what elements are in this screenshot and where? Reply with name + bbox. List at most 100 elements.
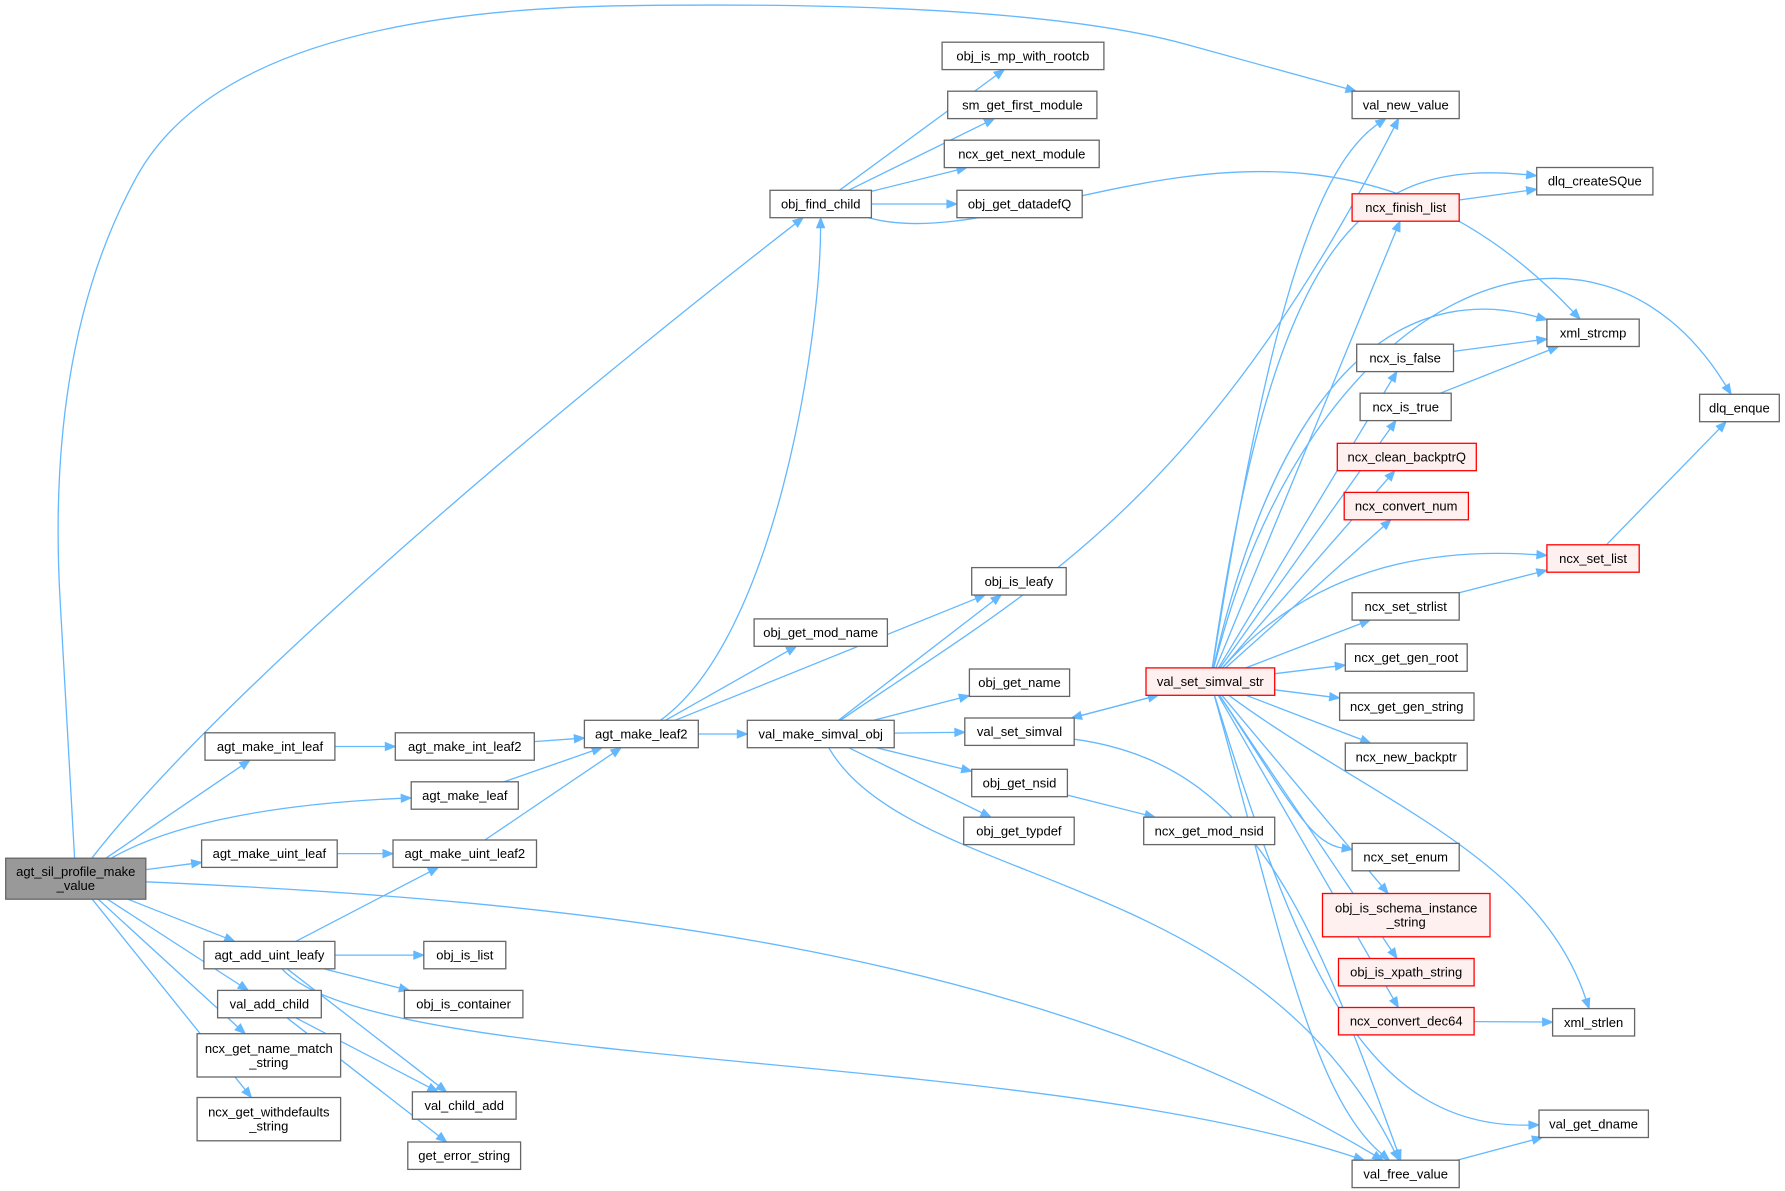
node-box[interactable] [769,189,873,219]
node-box[interactable] [1343,491,1470,521]
node-box[interactable] [941,41,1105,71]
node-agt-make-uint-leaf2[interactable]: agt_make_uint_leaf2 [392,839,538,869]
node-box[interactable] [394,732,535,761]
node-box[interactable] [423,940,507,970]
node-ncx-get-gen-root[interactable]: ncx_get_gen_root [1344,643,1468,672]
node-ncx-get-next-module[interactable]: ncx_get_next_module [943,139,1100,169]
node-val-new-value[interactable]: val_new_value [1351,90,1460,120]
node-obj-get-name[interactable]: obj_get_name [968,668,1071,698]
node-box[interactable] [1359,392,1452,422]
node-root[interactable]: agt_sil_profile_make_value [5,857,147,900]
node-ncx-set-strlist[interactable]: ncx_set_strlist [1351,592,1460,621]
node-val-make-simval-obj[interactable]: val_make_simval_obj [746,719,895,749]
node-obj-get-datadefQ[interactable]: obj_get_datadefQ [956,189,1083,219]
node-box[interactable] [583,719,699,749]
node-val-get-dname[interactable]: val_get_dname [1538,1109,1650,1139]
node-box[interactable] [411,1091,517,1120]
node-box[interactable] [1337,957,1475,987]
node-val-child-add[interactable]: val_child_add [411,1091,517,1120]
node-agt-make-uint-leaf[interactable]: agt_make_uint_leaf [200,839,338,869]
node-ncx-finish-list[interactable]: ncx_finish_list [1351,193,1460,222]
node-box[interactable] [1351,193,1460,222]
node-box[interactable] [1351,592,1460,621]
node-box[interactable] [196,1033,342,1078]
node-box[interactable] [204,732,336,761]
node-ncx-get-gen-string[interactable]: ncx_get_gen_string [1338,692,1475,721]
node-box[interactable] [1351,90,1460,120]
node-box[interactable] [1698,393,1780,423]
node-ncx-set-list[interactable]: ncx_set_list [1546,544,1640,573]
node-box[interactable] [1344,742,1468,772]
node-agt-make-int-leaf2[interactable]: agt_make_int_leaf2 [394,732,535,761]
node-box[interactable] [1321,892,1491,938]
node-box[interactable] [410,781,519,810]
node-box[interactable] [947,90,1098,120]
node-agt-make-int-leaf[interactable]: agt_make_int_leaf [204,732,336,761]
node-obj-find-child[interactable]: obj_find_child [769,189,873,219]
node-ncx-get-mod-nsid[interactable]: ncx_get_mod_nsid [1143,816,1276,846]
node-obj-get-nsid[interactable]: obj_get_nsid [971,768,1069,798]
node-box[interactable] [971,566,1067,596]
node-box[interactable] [1336,442,1477,472]
node-ncx-get-name-match-string[interactable]: ncx_get_name_match_string [196,1033,342,1078]
node-agt-make-leaf[interactable]: agt_make_leaf [410,781,519,810]
node-box[interactable] [963,816,1075,846]
node-dlq-createSQue[interactable]: dlq_createSQue [1536,166,1654,196]
node-box[interactable] [1344,643,1468,672]
node-box[interactable] [956,189,1083,219]
node-box[interactable] [753,618,889,647]
node-sm-get-first-module[interactable]: sm_get_first_module [947,90,1098,120]
node-box[interactable] [1145,667,1276,696]
node-obj-is-xpath-string[interactable]: obj_is_xpath_string [1337,957,1475,987]
node-box[interactable] [1338,692,1475,721]
node-agt-make-leaf2[interactable]: agt_make_leaf2 [583,719,699,749]
node-obj-get-typdef[interactable]: obj_get_typdef [963,816,1075,846]
node-box[interactable] [746,719,895,749]
node-box[interactable] [1143,816,1276,846]
node-agt-add-uint-leafy[interactable]: agt_add_uint_leafy [203,940,336,970]
node-ncx-set-enum[interactable]: ncx_set_enum [1351,842,1460,872]
node-box[interactable] [1538,1109,1650,1139]
node-ncx-convert-num[interactable]: ncx_convert_num [1343,491,1470,521]
node-ncx-clean-backptrQ[interactable]: ncx_clean_backptrQ [1336,442,1477,472]
node-box[interactable] [196,1096,342,1142]
node-box[interactable] [964,717,1075,747]
node-box[interactable] [403,989,524,1019]
node-obj-is-schema-instance-string[interactable]: obj_is_schema_instance_string [1321,892,1491,938]
node-dlq-enque[interactable]: dlq_enque [1698,393,1780,423]
node-ncx-is-false[interactable]: ncx_is_false [1356,343,1455,373]
node-ncx-convert-dec64[interactable]: ncx_convert_dec64 [1337,1006,1475,1036]
node-xml-strcmp[interactable]: xml_strcmp [1546,318,1640,348]
node-box[interactable] [200,839,338,869]
node-obj-get-mod-name[interactable]: obj_get_mod_name [753,618,889,647]
node-val-free-value[interactable]: val_free_value [1351,1159,1460,1189]
node-get-error-string[interactable]: get_error_string [407,1141,522,1171]
node-obj-is-leafy[interactable]: obj_is_leafy [971,566,1067,596]
node-ncx-is-true[interactable]: ncx_is_true [1359,392,1452,422]
node-ncx-new-backptr[interactable]: ncx_new_backptr [1344,742,1468,772]
node-box[interactable] [1351,842,1460,872]
node-box[interactable] [1356,343,1455,373]
node-box[interactable] [1551,1007,1636,1037]
node-ncx-get-withdefaults-string[interactable]: ncx_get_withdefaults_string [196,1096,342,1142]
node-box[interactable] [392,839,538,869]
node-box[interactable] [1546,318,1640,348]
node-obj-is-container[interactable]: obj_is_container [403,989,524,1019]
node-box[interactable] [1351,1159,1460,1189]
node-obj-is-mp-with-rootcb[interactable]: obj_is_mp_with_rootcb [941,41,1105,71]
node-box[interactable] [216,989,322,1019]
node-box[interactable] [1337,1006,1475,1036]
node-box[interactable] [968,668,1071,698]
node-box[interactable] [203,940,336,970]
node-box[interactable] [971,768,1069,798]
node-val-add-child[interactable]: val_add_child [216,989,322,1019]
node-xml-strlen[interactable]: xml_strlen [1551,1007,1636,1037]
node-box[interactable] [1546,544,1640,573]
node-val-set-simval-str[interactable]: val_set_simval_str [1145,667,1276,696]
node-box[interactable] [1536,166,1654,196]
node-val-set-simval[interactable]: val_set_simval [964,717,1075,747]
node-box[interactable] [407,1141,522,1171]
node-box[interactable] [5,857,147,900]
node-box[interactable] [943,139,1100,169]
node-obj-is-list[interactable]: obj_is_list [423,940,507,970]
